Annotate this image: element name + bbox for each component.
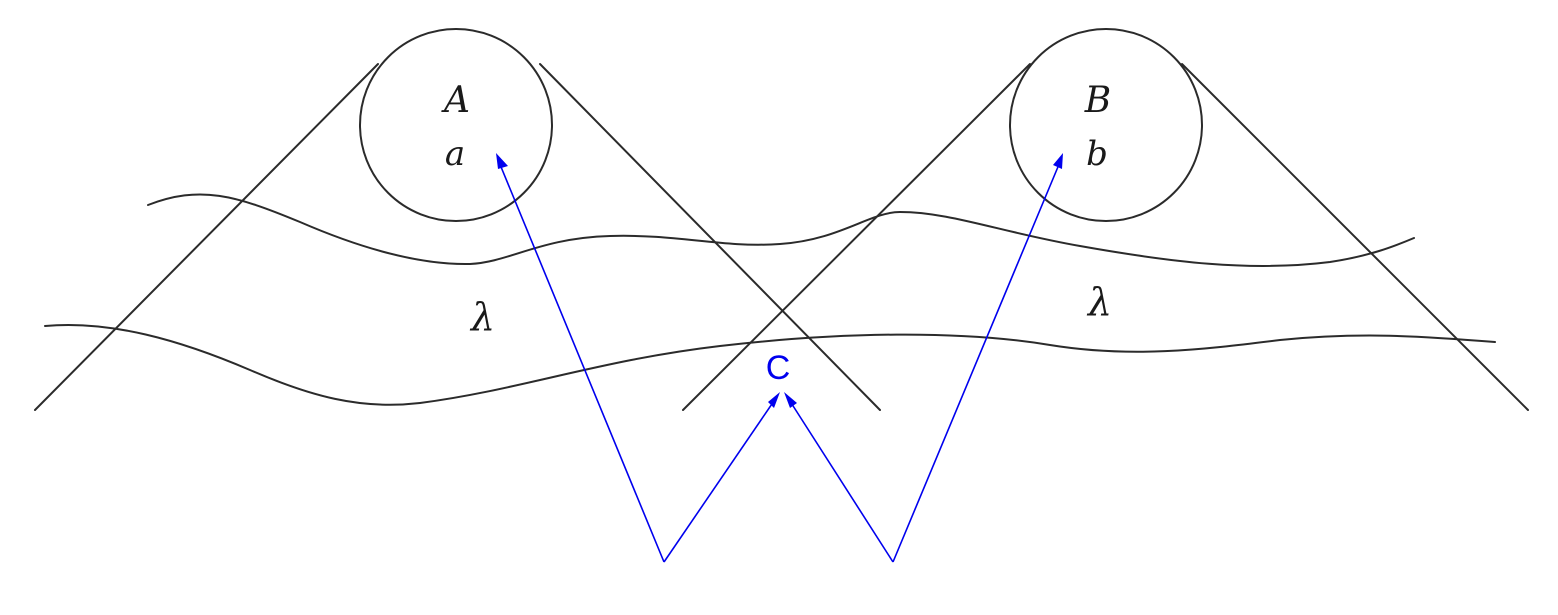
region-b-label-upper: B — [1084, 80, 1111, 121]
region-a-label-upper: A — [441, 80, 470, 121]
arrowhead-to-c-left — [768, 392, 780, 408]
common-cause-label: C — [766, 349, 791, 387]
region-a-label-lower: a — [445, 134, 465, 174]
arrow-to-a — [498, 161, 665, 563]
region-a-circle — [359, 28, 553, 222]
right-cone-right-edge — [1181, 63, 1529, 411]
lambda-right-label: λ — [1086, 280, 1112, 324]
left-cone-left-edge — [34, 63, 379, 411]
arrow-to-c-left — [663, 397, 777, 563]
lambda-left-label: λ — [469, 295, 495, 339]
left-cone-right-edge — [539, 63, 881, 411]
right-cone-left-edge — [682, 63, 1031, 411]
region-b-circle — [1009, 28, 1203, 222]
region-b-label-lower: b — [1086, 134, 1108, 174]
lambda-band-lower-boundary — [44, 323, 1496, 406]
arrow-to-c-right — [787, 397, 894, 563]
arrow-to-b — [892, 161, 1061, 563]
lambda-band-upper-boundary — [147, 193, 1415, 267]
arrowhead-to-a — [496, 153, 508, 169]
arrowhead-to-c-right — [784, 392, 797, 408]
arrowhead-to-b — [1053, 153, 1063, 169]
